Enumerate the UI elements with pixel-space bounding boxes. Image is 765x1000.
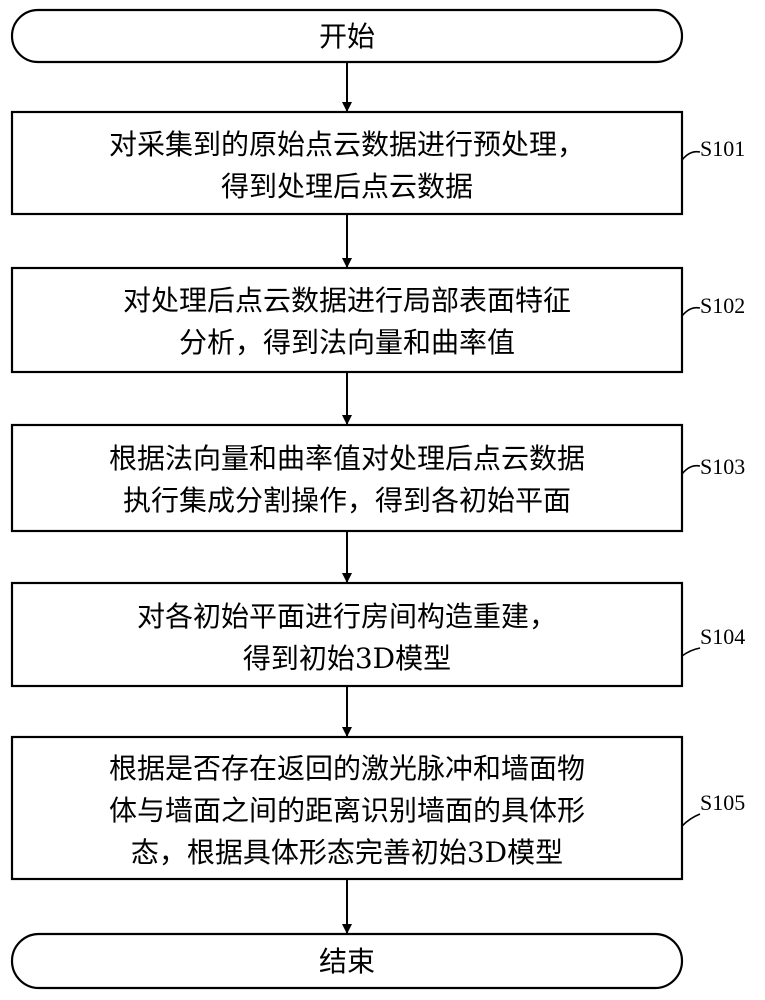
- start-node: 开始: [10, 8, 684, 64]
- end-node: 结束: [10, 932, 684, 990]
- step-s101-leader: [681, 150, 701, 161]
- step-s102-line-2: 分析，得到法向量和曲率值: [179, 326, 515, 359]
- step-s105: 根据是否存在返回的激光脉冲和墙面物 体与墙面之间的距离识别墙面的具体形 态，根据…: [10, 735, 684, 881]
- step-s105-line-1: 根据是否存在返回的激光脉冲和墙面物: [109, 752, 585, 785]
- step-s103-line-1: 根据法向量和曲率值对处理后点云数据: [109, 442, 585, 475]
- step-s101-id: S101: [700, 136, 745, 161]
- step-s102-line-1: 对处理后点云数据进行局部表面特征: [123, 284, 571, 317]
- step-s105-line-2: 体与墙面之间的距离识别墙面的具体形: [109, 794, 585, 827]
- step-s104-id: S104: [700, 624, 745, 649]
- step-s101-line-1: 对采集到的原始点云数据进行预处理，: [109, 128, 585, 161]
- step-s104-leader: [681, 647, 701, 657]
- step-s105-leader: [681, 813, 701, 827]
- start-label: 开始: [319, 20, 375, 53]
- step-s103-line-2: 执行集成分割操作，得到各初始平面: [123, 484, 571, 517]
- step-s104-line-1: 对各初始平面进行房间构造重建，: [137, 600, 557, 633]
- step-s103: 根据法向量和曲率值对处理后点云数据 执行集成分割操作，得到各初始平面: [10, 423, 684, 533]
- step-s105-id: S105: [700, 790, 745, 815]
- step-s102: 对处理后点云数据进行局部表面特征 分析，得到法向量和曲率值: [10, 266, 684, 374]
- step-s101-line-2: 得到处理后点云数据: [221, 170, 473, 203]
- step-s104: 对各初始平面进行房间构造重建， 得到初始3D模型: [10, 581, 684, 688]
- step-s103-leader: [681, 464, 701, 475]
- end-label: 结束: [319, 945, 375, 978]
- step-s104-line-2: 得到初始3D模型: [243, 642, 451, 675]
- step-s103-id: S103: [700, 454, 745, 479]
- step-s102-leader: [681, 306, 701, 317]
- step-s102-id: S102: [700, 293, 745, 318]
- step-s101: 对采集到的原始点云数据进行预处理， 得到处理后点云数据: [10, 110, 684, 216]
- step-s105-line-3: 态，根据具体形态完善初始3D模型: [131, 836, 563, 869]
